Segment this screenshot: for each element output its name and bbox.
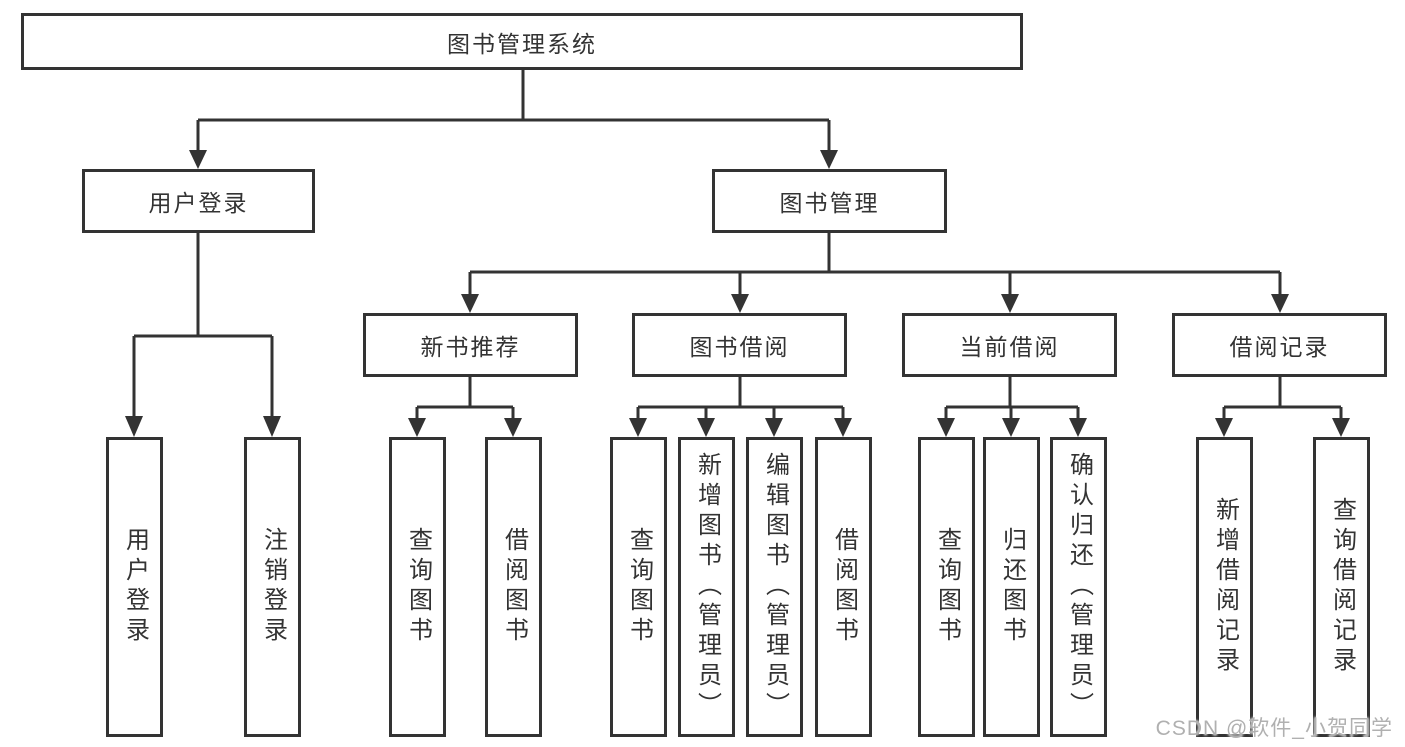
- leaf-borrow-books-recommend: 借阅图书: [485, 437, 542, 737]
- leaf-query-books-current: 查询图书: [918, 437, 975, 737]
- node-new-book-recommend: 新书推荐: [363, 313, 578, 377]
- leaf-query-books-recommend: 查询图书: [389, 437, 446, 737]
- leaf-borrow-books-borrowing-label: 借阅图书: [830, 527, 858, 647]
- node-book-borrowing-label: 图书借阅: [689, 334, 790, 360]
- leaf-borrow-books-borrowing: 借阅图书: [815, 437, 872, 737]
- node-user-login-label: 用户登录: [148, 190, 249, 216]
- leaf-return-books-label: 归还图书: [998, 527, 1026, 647]
- node-library-system: 图书管理系统: [21, 13, 1023, 70]
- node-current-borrowing: 当前借阅: [902, 313, 1117, 377]
- connector-borrow-records-to-leaves: [1215, 377, 1350, 437]
- leaf-add-books-admin-label: 新增图书（管理员）: [693, 452, 721, 722]
- node-borrowing-records: 借阅记录: [1172, 313, 1387, 377]
- leaf-query-books-recommend-label: 查询图书: [404, 527, 432, 647]
- leaf-add-books-admin: 新增图书（管理员）: [678, 437, 735, 737]
- csdn-watermark: CSDN @软件_小贺同学: [1155, 717, 1393, 740]
- connector-root-to-level2: [189, 70, 838, 169]
- leaf-confirm-return-admin: 确认归还（管理员）: [1050, 437, 1107, 737]
- leaf-query-borrow-record: 查询借阅记录: [1313, 437, 1370, 737]
- leaf-user-login: 用户登录: [106, 437, 163, 737]
- leaf-logout-login: 注销登录: [244, 437, 301, 737]
- node-book-management: 图书管理: [712, 169, 947, 233]
- leaf-query-books-current-label: 查询图书: [933, 527, 961, 647]
- leaf-return-books: 归还图书: [983, 437, 1040, 737]
- node-book-management-label: 图书管理: [779, 190, 880, 216]
- leaf-add-borrow-record: 新增借阅记录: [1196, 437, 1253, 737]
- node-book-borrowing: 图书借阅: [632, 313, 847, 377]
- leaf-query-books-borrowing: 查询图书: [610, 437, 667, 737]
- leaf-edit-books-admin-label: 编辑图书（管理员）: [761, 452, 789, 722]
- node-user-login: 用户登录: [82, 169, 315, 233]
- leaf-confirm-return-admin-label: 确认归还（管理员）: [1065, 452, 1093, 722]
- connector-user-login-to-leaves: [125, 233, 281, 437]
- node-borrowing-records-label: 借阅记录: [1229, 334, 1330, 360]
- leaf-borrow-books-recommend-label: 借阅图书: [500, 527, 528, 647]
- leaf-query-borrow-record-label: 查询借阅记录: [1328, 497, 1356, 677]
- connector-book-borrow-to-leaves: [629, 377, 852, 437]
- leaf-edit-books-admin: 编辑图书（管理员）: [746, 437, 803, 737]
- leaf-query-books-borrowing-label: 查询图书: [625, 527, 653, 647]
- connector-current-borrow-to-leaves: [937, 377, 1087, 437]
- node-library-system-label: 图书管理系统: [447, 30, 597, 57]
- node-new-book-recommend-label: 新书推荐: [420, 334, 521, 360]
- leaf-add-borrow-record-label: 新增借阅记录: [1211, 497, 1239, 677]
- node-current-borrowing-label: 当前借阅: [959, 334, 1060, 360]
- connector-book-mgmt-to-level3: [461, 232, 1289, 313]
- leaf-user-login-label: 用户登录: [121, 527, 149, 647]
- connector-new-books-to-leaves: [408, 377, 522, 437]
- leaf-logout-login-label: 注销登录: [259, 527, 287, 647]
